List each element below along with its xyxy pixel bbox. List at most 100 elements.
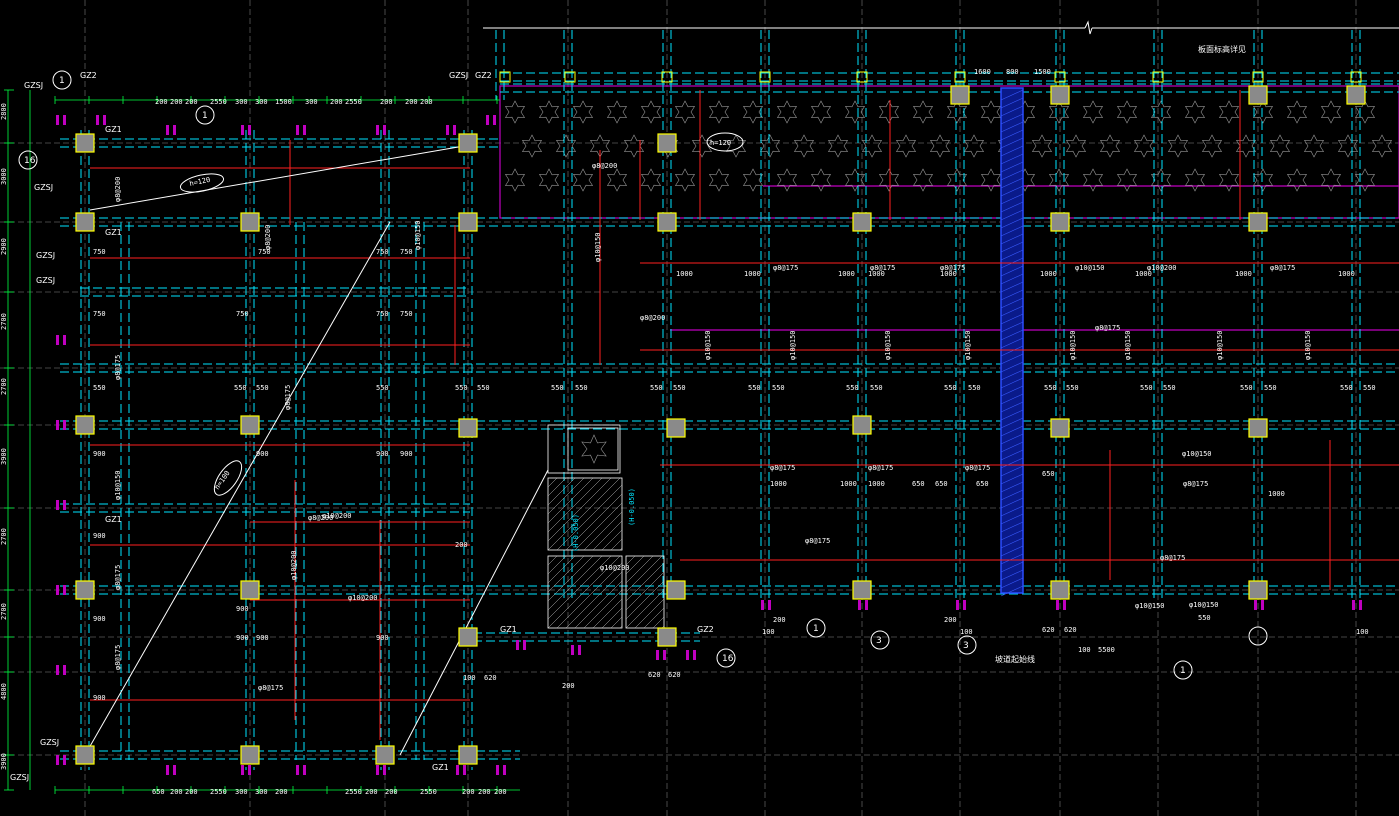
hatch-stroke [547, 555, 576, 584]
dim-label-left: 2900 [0, 238, 8, 255]
star-hatch-mark [1184, 100, 1206, 124]
column-stub [516, 640, 519, 650]
rebar-label: φ10@150 [789, 330, 797, 360]
beam-size-label: 550 [1264, 384, 1277, 392]
column-stub [63, 665, 66, 675]
star-hatch-mark [1218, 100, 1240, 124]
column-small [856, 71, 868, 83]
beam-size-label: 550 [748, 384, 761, 392]
rebar-label: φ8@175 [868, 464, 893, 472]
hatch-stroke [547, 477, 603, 533]
beam-size-label: 900 [93, 450, 106, 458]
beam-size-label: 750 [400, 310, 413, 318]
rebar-label: φ8@175 [258, 684, 283, 692]
hatch-stroke [1000, 577, 1024, 589]
beam-size-label: 750 [376, 310, 389, 318]
dim-label-bottom: 200 [365, 788, 378, 796]
beam-size-label: 1000 [744, 270, 761, 278]
star-hatch-mark [1371, 134, 1393, 158]
beam-size-label: 550 [551, 384, 564, 392]
star-hatch-mark [1184, 168, 1206, 192]
dim-label-bottom: 300 [255, 788, 268, 796]
column [657, 133, 677, 153]
column-stub [1056, 600, 1059, 610]
beam-size-label: 550 [870, 384, 883, 392]
column-small [1054, 71, 1066, 83]
hatch-stroke [547, 477, 585, 515]
column-stub [96, 115, 99, 125]
axis-circle [195, 105, 215, 125]
column [75, 212, 95, 232]
star-hatch-mark [776, 168, 798, 192]
hatch-stroke [1000, 145, 1024, 157]
width-label: 620 [484, 674, 497, 682]
rebar-label: φ8@175 [1270, 264, 1295, 272]
star-hatch-mark [504, 168, 526, 192]
dim-label-bottom: 200 [170, 788, 183, 796]
star-hatch-mark [504, 100, 526, 124]
axis-number: 1 [59, 76, 65, 86]
hatch-stroke [1000, 113, 1024, 125]
rebar-label: φ10@150 [704, 330, 712, 360]
column [1050, 418, 1070, 438]
hatch-stroke [583, 511, 623, 551]
column-stub [63, 755, 66, 765]
star-hatch-mark [1201, 134, 1223, 158]
hatch-stroke [1000, 417, 1024, 429]
dim-label-top: 200 [420, 98, 433, 106]
beam-size-label: 650 [976, 480, 989, 488]
hatch-stroke [1000, 153, 1024, 165]
star-hatch-mark [844, 100, 866, 124]
column [1050, 212, 1070, 232]
column [1050, 85, 1070, 105]
rebar-label: φ10@150 [594, 232, 602, 262]
rebar-label: φ10@150 [884, 330, 892, 360]
hatch-stroke [1000, 97, 1024, 109]
column-stub [56, 335, 59, 345]
star-hatch-mark [1065, 134, 1087, 158]
column-tag: GZSJ [449, 71, 468, 80]
dim-label-bottom: 2550 [420, 788, 437, 796]
beam-size-label: 900 [256, 450, 269, 458]
column-stub [63, 585, 66, 595]
column-tag: GZSJ [36, 276, 55, 285]
star-hatch-mark [1269, 134, 1291, 158]
dim-label-bottom: 200 [478, 788, 491, 796]
beam-size-label: 550 [1163, 384, 1176, 392]
hatch-stroke [619, 625, 623, 629]
rebar-label: φ8@175 [114, 355, 122, 380]
dim-label-left: 3900 [0, 753, 8, 770]
axis-number: 1 [1180, 666, 1186, 676]
star-hatch-mark [640, 100, 662, 124]
column-tag: GZSJ [36, 251, 55, 260]
hatch-stroke [547, 555, 567, 575]
column [458, 418, 478, 438]
column [950, 85, 970, 105]
dim-label-top: 300 [255, 98, 268, 106]
star-hatch-mark [878, 100, 900, 124]
column-stub [496, 765, 499, 775]
column-stub [656, 650, 659, 660]
rebar-label: φ8@175 [770, 464, 795, 472]
column [240, 580, 260, 600]
axis-number: 16 [24, 156, 36, 166]
column-tag: GZSJ [10, 773, 29, 782]
dim-label-left: 2800 [0, 103, 8, 120]
hatch-stroke [1000, 497, 1024, 509]
dim-label-bottom: 300 [235, 788, 248, 796]
rebar-label: φ8@175 [1183, 480, 1208, 488]
dim-label-bottom: 200 [462, 788, 475, 796]
width-label: 200 [773, 616, 786, 624]
hatch-stroke [601, 607, 623, 629]
column-stub [56, 585, 59, 595]
column [666, 580, 686, 600]
rebar-label: φ8@200 [640, 314, 665, 322]
column-stub [493, 115, 496, 125]
column-stub [63, 115, 66, 125]
dim-label-bottom: 650 [152, 788, 165, 796]
beam-size-label: 550 [944, 384, 957, 392]
column-stub [503, 765, 506, 775]
rebar-label: φ8@200 [114, 177, 122, 202]
